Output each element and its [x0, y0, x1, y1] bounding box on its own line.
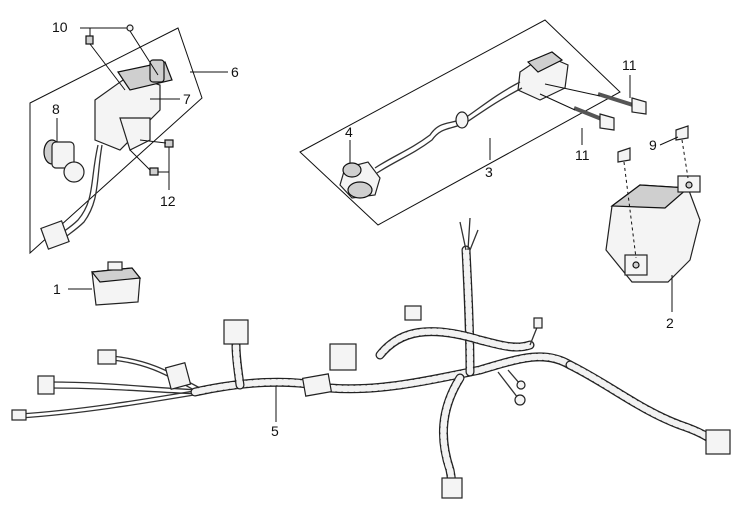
spark-plug-cap-top — [342, 162, 362, 178]
callout-1: 1 — [53, 281, 61, 297]
screw-12b — [149, 167, 159, 176]
harness-connector-left-b — [97, 349, 117, 365]
callout-11-lower: 11 — [575, 147, 590, 163]
ignition-switch-bracket — [119, 117, 151, 151]
ignition-connector — [40, 220, 70, 250]
harness-lead-left-5 — [111, 355, 201, 389]
leader-12a — [139, 139, 167, 144]
bolt-9a-path — [623, 161, 637, 259]
callout-7: 7 — [183, 91, 191, 107]
bolt-11b-shaft — [573, 106, 605, 122]
screw-10a — [85, 35, 94, 45]
harness-branch-vertical-texture — [462, 246, 474, 376]
harness-lead-top-2 — [467, 217, 471, 251]
bolt-11a-shaft — [597, 92, 637, 108]
harness-ground-eyelet-a — [514, 394, 526, 406]
screw-10b — [126, 24, 134, 32]
callout-4: 4 — [345, 124, 353, 140]
bolt-11b-head — [599, 113, 615, 131]
group-outline-6 — [29, 27, 203, 255]
harness-branch-upper-left-texture — [232, 341, 244, 389]
callout-3: 3 — [485, 164, 493, 180]
ignition-coil-assembly — [299, 19, 647, 226]
harness-lead-left-6 — [111, 359, 199, 393]
harness-ground-eyelet-b — [516, 380, 526, 390]
leader-11-coil-b — [539, 93, 576, 111]
harness-ground-lead-a — [497, 371, 519, 399]
bolt-11a-head — [631, 97, 647, 115]
relay-unit — [68, 261, 142, 306]
harness-connector-mid-top — [404, 305, 422, 321]
callout-6: 6 — [231, 64, 239, 80]
screw-12a — [164, 139, 174, 148]
leader-10a — [89, 43, 126, 91]
harness-connector-left-a — [37, 375, 55, 395]
ignition-switch-assembly — [29, 24, 228, 255]
harness-plug-left — [11, 409, 27, 421]
regulator-hole-upper — [685, 181, 693, 189]
key-cylinder-housing — [51, 141, 75, 169]
harness-branch-right-texture — [566, 361, 716, 444]
callout-12: 12 — [160, 193, 176, 209]
ht-lead-grommet — [455, 111, 469, 129]
leader-9 — [659, 136, 679, 146]
harness-connector-middle — [329, 343, 357, 371]
leader-12b — [129, 149, 151, 171]
harness-trunk-texture — [191, 353, 574, 396]
regulator-hole-lower — [632, 261, 640, 269]
callout-8: 8 — [52, 101, 60, 117]
harness-lead-top-3 — [469, 229, 479, 251]
main-wire-harness — [11, 217, 731, 499]
harness-lead-left-4 — [49, 387, 201, 395]
bolt-9b-path — [681, 139, 689, 179]
relay-connector — [107, 261, 123, 271]
harness-connector-left-c — [164, 362, 192, 390]
callout-2: 2 — [666, 315, 674, 331]
bolt-9b — [675, 125, 689, 141]
harness-lead-left-2 — [19, 393, 201, 419]
harness-plug-right — [533, 317, 543, 329]
harness-connector-right — [705, 429, 731, 455]
callout-5: 5 — [271, 423, 279, 439]
callout-11-upper: 11 — [622, 57, 637, 73]
ht-lead — [374, 81, 521, 169]
harness-clamp — [301, 373, 333, 397]
ht-lead-2 — [376, 87, 523, 174]
spark-plug-cap-boot — [347, 181, 373, 199]
leader-11-coil-a — [544, 83, 601, 97]
group-outline-3 — [299, 19, 621, 226]
ignition-coil-top — [526, 51, 564, 73]
leader-10b — [129, 30, 159, 76]
harness-connector-bottom — [441, 477, 463, 499]
ignition-switch-stem — [149, 59, 165, 83]
key-cylinder-face — [63, 161, 85, 183]
ignition-switch-wire-2 — [61, 144, 103, 241]
regulator-assembly — [605, 125, 701, 312]
callout-9: 9 — [649, 137, 657, 153]
harness-lead-top-1 — [459, 221, 467, 251]
harness-connector-top-left — [223, 319, 249, 345]
bolt-9a — [617, 147, 631, 163]
harness-branch-down-texture — [440, 374, 464, 494]
callout-10: 10 — [52, 19, 68, 35]
harness-branch-middle-texture — [376, 328, 534, 359]
harness-lead-left-3 — [49, 381, 201, 391]
